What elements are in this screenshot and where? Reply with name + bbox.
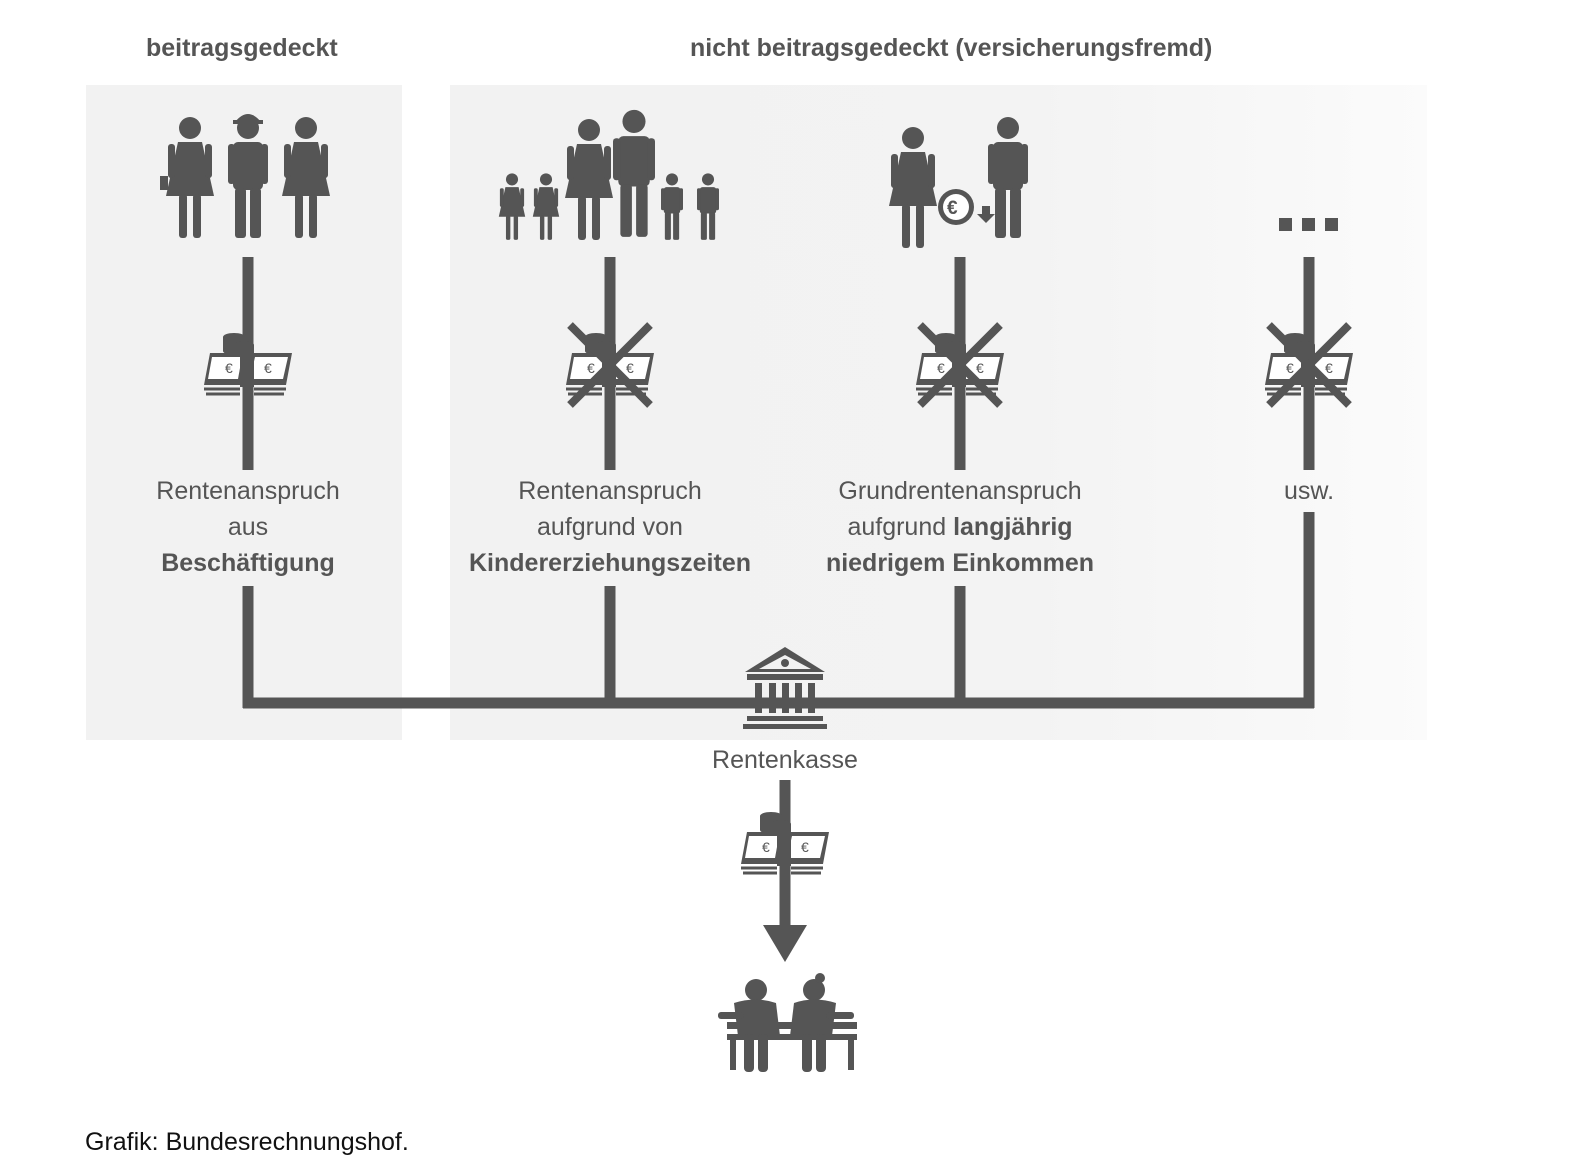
source-caption: Grafik: Bundesrechnungshof. (85, 1128, 409, 1156)
heading-contribution-covered: beitragsgedeckt (146, 34, 338, 62)
retirees-on-bench-icon (718, 973, 857, 1072)
workers-icon (160, 117, 214, 238)
doctor-icon (282, 117, 330, 238)
crossed-money-icon (1263, 322, 1355, 408)
ellipsis-icon (1279, 218, 1338, 231)
heading-non-contribution-covered: nicht beitragsgedeckt (versicherungsfrem… (690, 34, 1213, 62)
crossed-money-icon (914, 322, 1006, 408)
svg-text:€: € (947, 198, 958, 219)
bank-building-icon (743, 647, 827, 729)
contribution-money-icon (202, 331, 294, 396)
label-rentenkasse: Rentenkasse (712, 746, 858, 774)
crossed-money-icon (564, 322, 656, 408)
family-icon (498, 109, 719, 240)
label-employment-pension: Rentenanspruch aus Beschäftigung (156, 477, 340, 577)
pension-money-icon (739, 810, 831, 875)
arrow-down-icon (763, 925, 807, 962)
label-etc: usw. (1283, 477, 1335, 505)
worker-helmet-icon (228, 114, 268, 238)
label-basic-pension: Grundrentenanspruch aufgrund langjährig … (825, 477, 1095, 577)
label-child-rearing-pension: Rentenanspruch aufgrund von Kindererzieh… (469, 477, 751, 577)
couple-low-income-icon: € (889, 117, 1028, 248)
